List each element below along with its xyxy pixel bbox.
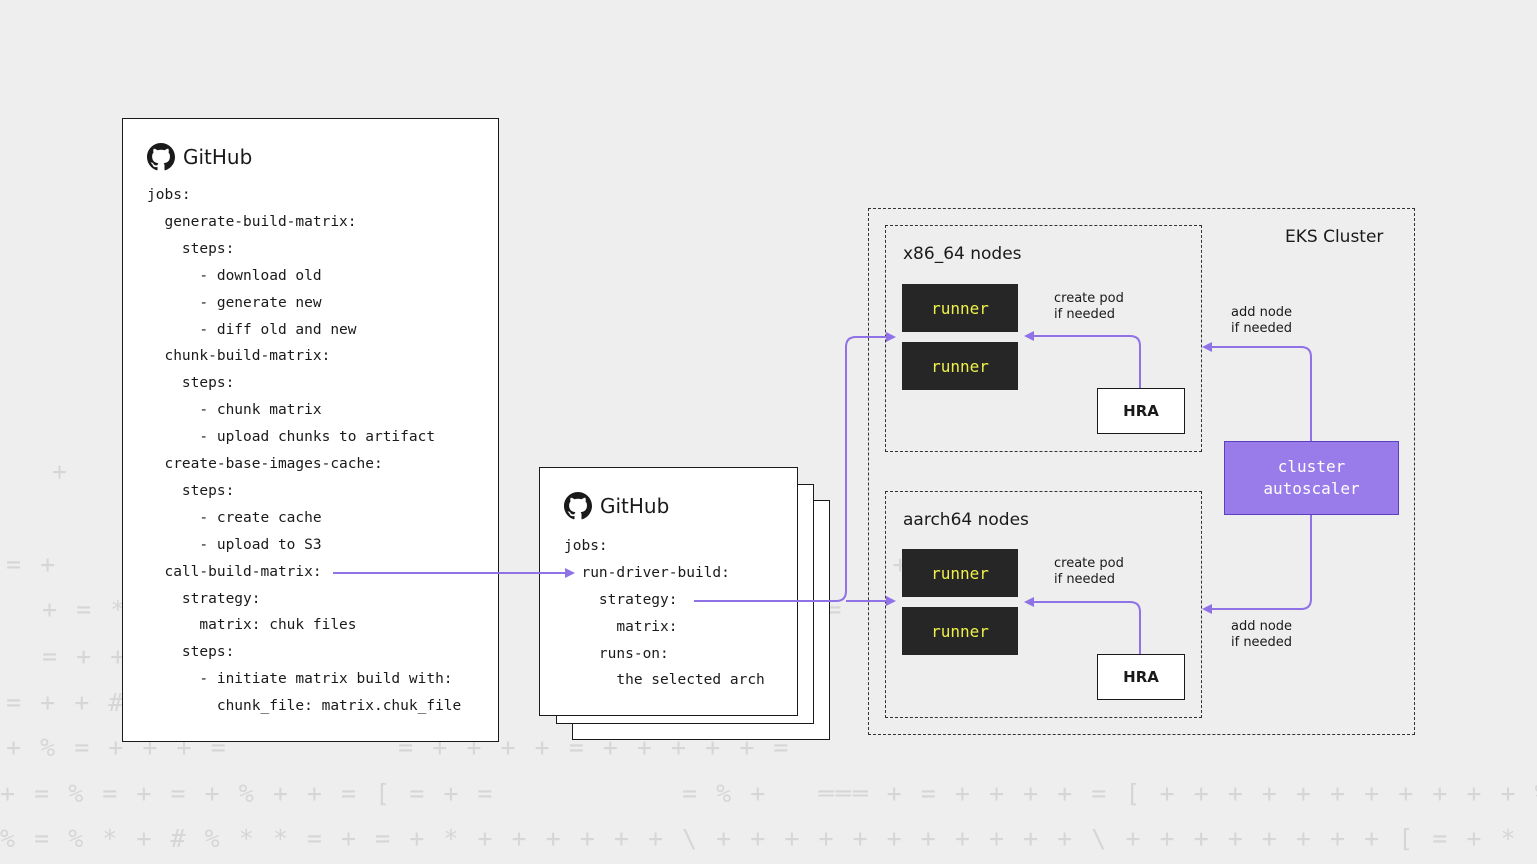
aarch64-nodes-label: aarch64 nodes: [903, 510, 1029, 530]
github-header: GitHub: [147, 143, 252, 171]
driver-card: GitHub jobs: run-driver-build: strategy:…: [539, 467, 798, 716]
code-line: chunk-build-matrix:: [147, 348, 331, 364]
note-line: create pod: [1054, 291, 1124, 306]
code-line: - generate new: [147, 295, 322, 311]
code-line: - diff old and new: [147, 322, 357, 338]
note-line: create pod: [1054, 556, 1124, 571]
autoscaler-label-line: autoscaler: [1263, 479, 1360, 498]
code-line: strategy:: [564, 592, 678, 608]
aarch64-nodes-group: [885, 491, 1202, 718]
code-line: - create cache: [147, 510, 322, 526]
code-line: run-driver-build:: [564, 565, 730, 581]
github-header: GitHub: [564, 492, 669, 520]
arrow-strategy-to-x86: [694, 332, 896, 602]
note-line: add node: [1231, 305, 1293, 320]
github-icon: [564, 492, 592, 520]
runner-box: runner: [902, 284, 1018, 332]
arrow-hra-to-x86-runner: [1024, 331, 1141, 388]
github-icon: [147, 143, 175, 171]
code-line: - download old: [147, 268, 322, 284]
note-line: if needed: [1231, 321, 1293, 336]
code-line: steps:: [147, 644, 235, 660]
code-line: the selected arch: [564, 672, 765, 688]
x86-nodes-label: x86_64 nodes: [903, 244, 1022, 264]
code-line: - initiate matrix build with:: [147, 671, 453, 687]
workflow-card: GitHub jobs: generate-build-matrix: step…: [122, 118, 499, 742]
add-node-note-top: add node if needed: [1231, 305, 1292, 337]
code-line: call-build-matrix:: [147, 564, 322, 580]
add-node-note-bottom: add node if needed: [1231, 619, 1292, 651]
note-line: if needed: [1054, 572, 1116, 587]
code-line: - upload to S3: [147, 537, 322, 553]
create-pod-note: create pod if needed: [1054, 291, 1124, 323]
code-line: matrix: chuk files: [147, 617, 357, 633]
hra-box: HRA: [1097, 654, 1185, 700]
eks-cluster-boundary: [868, 208, 1415, 735]
code-line: runs-on:: [564, 646, 669, 662]
note-line: add node: [1231, 619, 1293, 634]
code-line: - chunk matrix: [147, 402, 322, 418]
github-brand-label: GitHub: [183, 145, 253, 169]
arrow-autoscaler-to-aarch64: [1202, 515, 1312, 614]
code-line: steps:: [147, 483, 235, 499]
create-pod-note: create pod if needed: [1054, 556, 1124, 588]
code-line: create-base-images-cache:: [147, 456, 383, 472]
code-line: steps:: [147, 241, 235, 257]
background-symbol-row: +: [52, 457, 70, 486]
note-line: if needed: [1054, 307, 1116, 322]
code-line: - upload chunks to artifact: [147, 429, 436, 445]
code-line: matrix:: [564, 619, 678, 635]
cluster-autoscaler-box: cluster autoscaler: [1224, 441, 1399, 515]
code-line: chunk_file: matrix.chuk_file: [147, 698, 462, 714]
hra-box: HRA: [1097, 388, 1185, 434]
github-brand-label: GitHub: [600, 494, 670, 518]
code-line: strategy:: [147, 591, 261, 607]
eks-cluster-label: EKS Cluster: [1285, 227, 1384, 247]
runner-box: runner: [902, 342, 1018, 390]
background-symbol-row: + = % = + = + % + + = [ = + = = % + ═══ …: [0, 779, 1537, 808]
autoscaler-label-line: cluster: [1277, 457, 1346, 476]
runner-box: runner: [902, 607, 1018, 655]
x86-nodes-group: [885, 225, 1202, 452]
background-symbol-row: % = % * + # % * * = + = + * + + + + + + …: [0, 824, 1518, 853]
arrow-autoscaler-to-x86: [1202, 342, 1312, 441]
arrow-hra-to-aarch64-runner: [1024, 597, 1141, 654]
code-line: jobs:: [564, 538, 608, 554]
note-line: if needed: [1231, 635, 1293, 650]
code-line: steps:: [147, 375, 235, 391]
runner-box: runner: [902, 549, 1018, 597]
code-line: generate-build-matrix:: [147, 214, 357, 230]
code-line: jobs:: [147, 187, 191, 203]
